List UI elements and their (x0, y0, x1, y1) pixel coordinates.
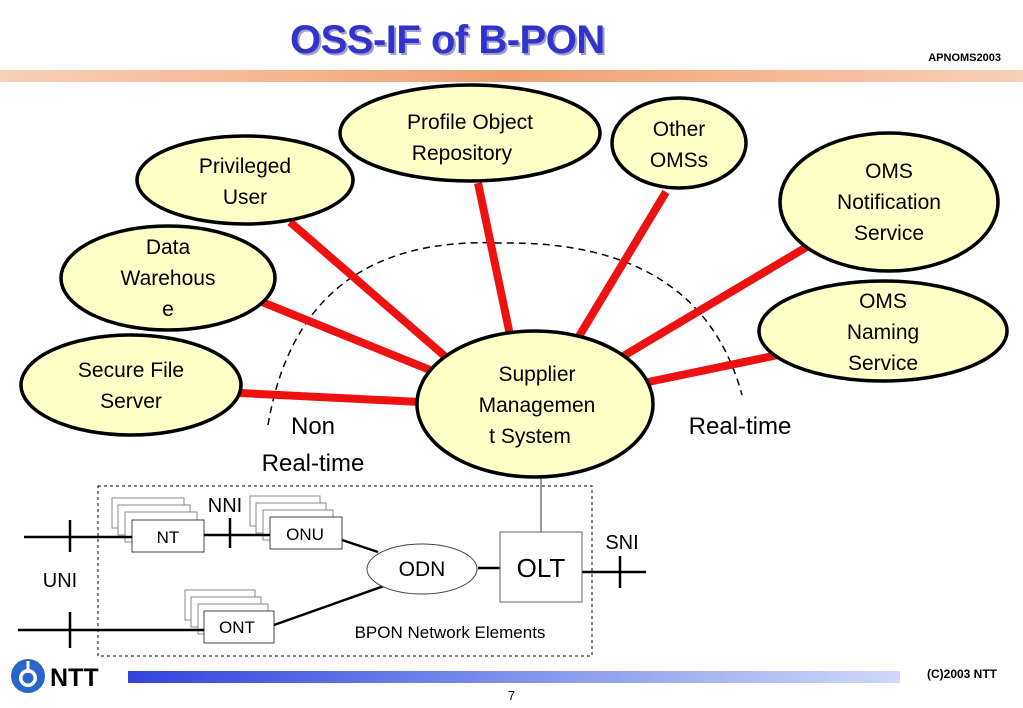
conference-label: APNOMS2003 (928, 52, 1001, 64)
data-warehouse-line-3: e (162, 298, 174, 321)
odn-label: ODN (399, 558, 446, 581)
non-realtime-line-1: Non (291, 413, 335, 440)
node-naming: OMS Naming Service (757, 279, 1009, 383)
other-oms-line-2: OMSs (650, 149, 708, 172)
nni-label: NNI (208, 495, 242, 517)
realtime-boundary-arc (267, 241, 743, 426)
secure-file-line-1: Secure File (78, 359, 184, 382)
node-supplier-management: Supplier Managemen t System (415, 329, 655, 479)
node-profile-repo: Profile Object Repository (338, 83, 602, 183)
privileged-user-line-1: Privileged (199, 155, 291, 178)
uni-lines (18, 518, 646, 648)
secure-file-line-2: Server (100, 390, 162, 413)
link-privileged-user (287, 218, 458, 369)
node-secure-file: Secure File Server (19, 333, 243, 437)
ntt-logo: NTT (6, 656, 118, 696)
footer-band (128, 671, 900, 683)
odn-node: ODN (366, 543, 478, 595)
onu-stack: ONU (249, 495, 343, 550)
naming-line-2: Naming (847, 321, 919, 344)
sni-label: SNI (605, 532, 638, 554)
copyright: (C)2003 NTT (926, 667, 997, 681)
nt-stack: NT (111, 497, 205, 553)
link-profile-repo (474, 182, 514, 336)
center-line-1: Supplier (498, 363, 575, 386)
header-band (0, 70, 1023, 82)
data-warehouse-line-2: Warehous (121, 267, 216, 290)
other-oms-line-1: Other (653, 118, 706, 141)
ont-label: ONT (219, 618, 255, 637)
notification-line-1: OMS (865, 160, 913, 183)
ntt-logo-text: NTT (50, 664, 99, 692)
link-other-oms (574, 189, 670, 341)
profile-repo-line-2: Repository (412, 142, 513, 165)
page-number: 7 (507, 688, 516, 703)
realtime-label: Real-time (689, 413, 792, 440)
bpon-caption: BPON Network Elements (355, 623, 546, 642)
olt-node: OLT (499, 531, 583, 603)
slide-title: OSS-IF of B-PON (290, 18, 605, 62)
ont-stack: ONT (184, 589, 275, 644)
naming-line-3: Service (848, 352, 918, 375)
link-data-warehouse (260, 298, 432, 374)
node-notification: OMS Notification Service (778, 131, 1000, 273)
non-realtime-line-2: Real-time (262, 450, 365, 477)
center-line-3: t System (489, 425, 571, 448)
notification-line-3: Service (854, 222, 924, 245)
profile-repo-line-1: Profile Object (407, 111, 533, 134)
link-notification (617, 241, 813, 362)
link-secure-file (239, 389, 421, 406)
node-data-warehouse: Data Warehous e (59, 224, 277, 332)
center-line-2: Managemen (479, 394, 596, 417)
data-warehouse-line-1: Data (146, 236, 191, 259)
olt-label: OLT (517, 553, 566, 583)
node-privileged-user: Privileged User (135, 134, 355, 226)
onu-label: ONU (286, 525, 324, 544)
uni-label: UNI (43, 570, 77, 592)
link-naming (647, 351, 779, 386)
node-other-oms: Other OMSs (610, 96, 748, 190)
notification-line-2: Notification (837, 191, 941, 214)
privileged-user-line-2: User (223, 186, 267, 209)
naming-line-1: OMS (859, 290, 907, 313)
oms-links (239, 182, 813, 406)
nt-label: NT (157, 528, 180, 547)
